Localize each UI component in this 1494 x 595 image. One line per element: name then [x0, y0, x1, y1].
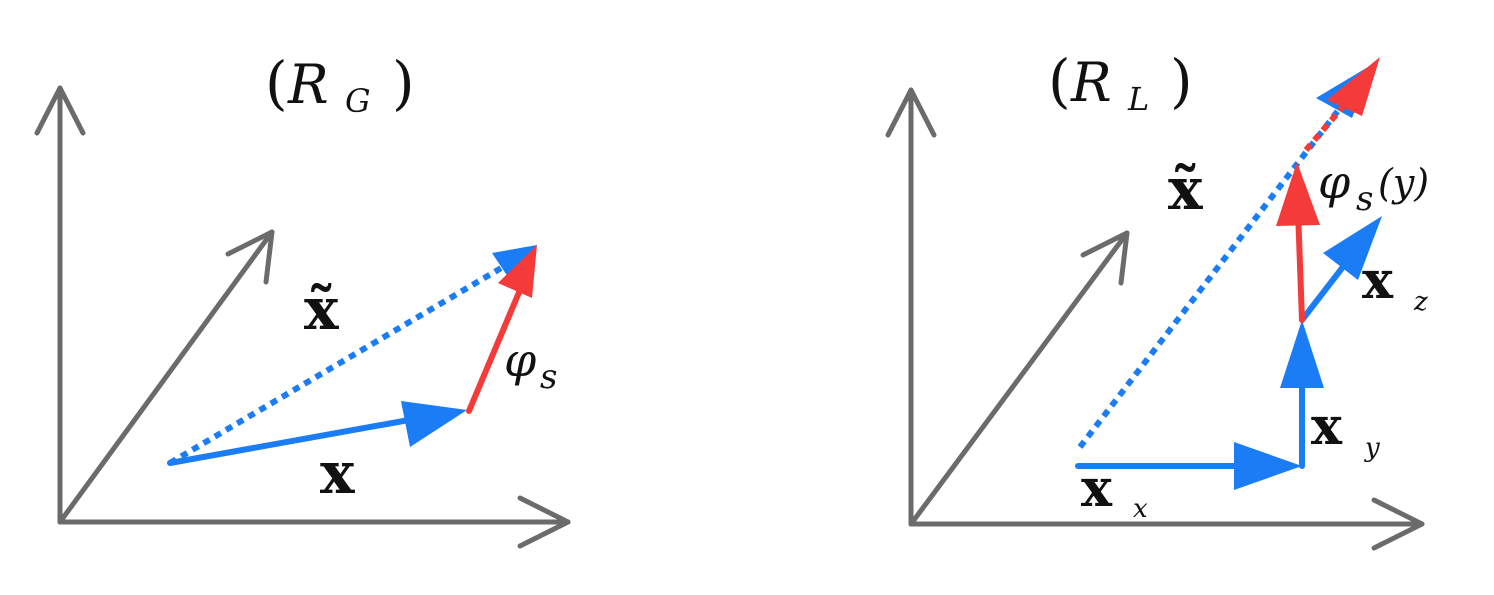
right-x-tilde-vector: [1077, 93, 1353, 449]
left-x-axis-arrowhead: [517, 495, 571, 549]
left-y-axis-arrowhead: [34, 85, 86, 136]
left-frame-title-close-paren: ): [392, 49, 415, 117]
left-x-tilde-arrowhead: [492, 245, 537, 283]
left-phi-arrowhead: [498, 245, 537, 298]
right-frame-title-close-paren: ): [1170, 47, 1193, 115]
right-y-axis-arrowhead: [885, 87, 937, 138]
right-xy-label: x: [1311, 396, 1343, 457]
right-phi-label: φ: [1318, 155, 1351, 209]
right-xz-arrowhead: [1323, 216, 1382, 280]
left-panel: ( R G ) x̃ x φ s: [34, 49, 571, 549]
right-phi-arg: (y): [1378, 161, 1429, 205]
right-phi-vector: [1295, 207, 1305, 323]
right-frame-title-letter: R: [1070, 51, 1112, 114]
left-x-arrowhead: [401, 401, 467, 447]
left-z-axis: [57, 229, 275, 525]
left-frame-title-letter: R: [287, 53, 329, 116]
left-x-tilde-vector: [168, 261, 510, 466]
right-frame-title-open-paren: (: [1048, 47, 1071, 115]
right-z-axis: [908, 230, 1130, 527]
right-x-tilde-label: x̃: [1168, 155, 1203, 223]
left-x-tilde-label: x̃: [304, 275, 339, 343]
right-xy-arrowhead: [1280, 320, 1324, 388]
left-x-label: x: [320, 439, 355, 507]
right-panel: ( R L ) x̃ φ s (y) x z x y x x: [885, 47, 1429, 551]
left-z-axis-arrowhead: [225, 229, 275, 285]
left-axes: [34, 85, 571, 549]
right-top-red-arrowhead: [1327, 57, 1380, 116]
right-xy-subscript: y: [1364, 433, 1380, 463]
right-phi-subscript: s: [1356, 179, 1373, 219]
left-x-vector: [167, 415, 423, 466]
right-phi-arrowhead: [1276, 162, 1320, 226]
right-x-axis-arrowhead: [1371, 497, 1425, 551]
left-frame-title-open-paren: (: [265, 49, 288, 117]
right-frame-title-subscript: L: [1127, 80, 1149, 118]
left-phi-label: φ: [504, 333, 537, 387]
right-xx-arrowhead: [1234, 442, 1302, 490]
right-xx-label: x: [1081, 458, 1113, 519]
left-phi-vector: [466, 287, 523, 414]
left-frame-title-subscript: G: [345, 82, 371, 120]
right-xz-label: x: [1362, 250, 1394, 311]
right-axes: [885, 87, 1425, 551]
right-z-axis-arrowhead: [1080, 230, 1130, 286]
left-phi-subscript: s: [540, 357, 557, 397]
right-xx-subscript: x: [1133, 494, 1148, 524]
right-xz-subscript: z: [1413, 287, 1428, 317]
